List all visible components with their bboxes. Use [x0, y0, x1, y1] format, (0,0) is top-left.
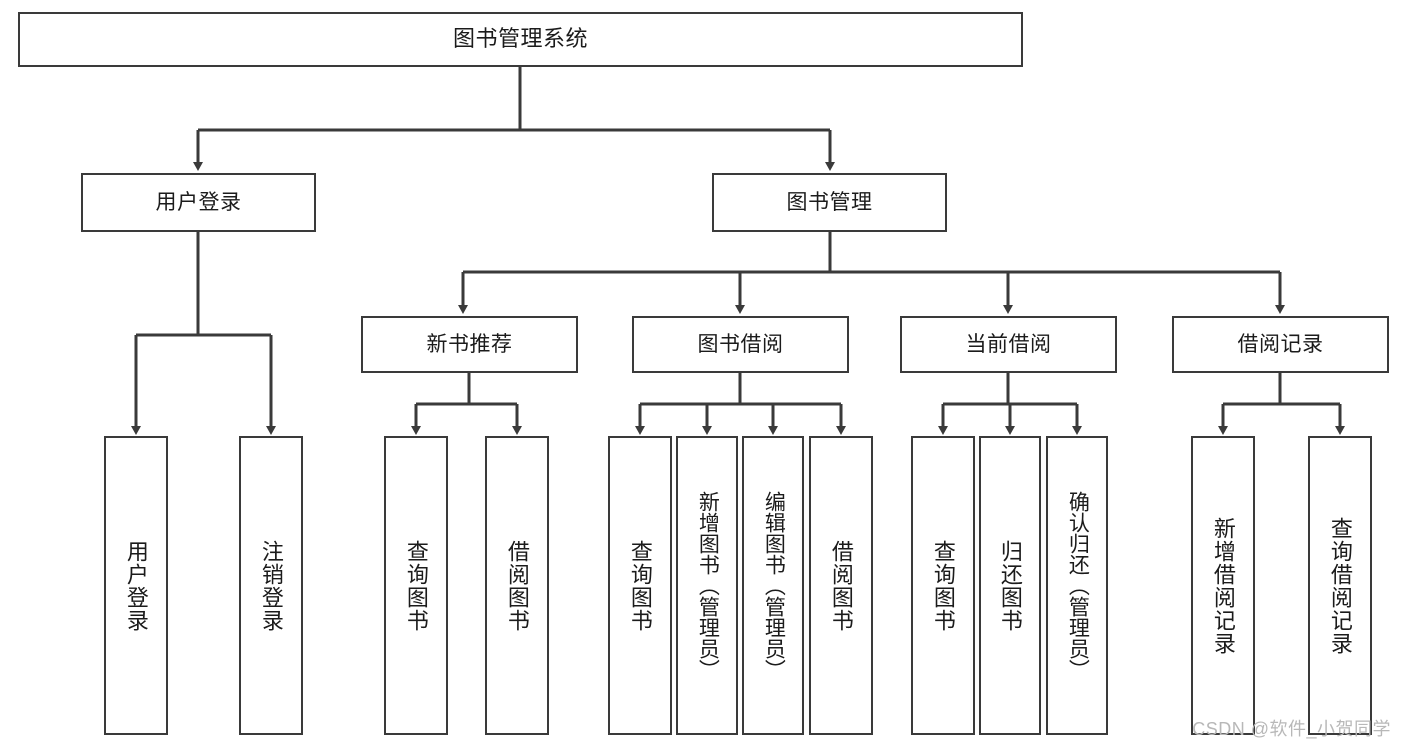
node-label: 查询图书: [403, 539, 429, 632]
node-label: 新增借阅记录: [1210, 516, 1236, 655]
node-leaf-borrow-book-2[interactable]: 借阅图书: [809, 436, 873, 735]
node-leaf-query-book-3[interactable]: 查询图书: [911, 436, 975, 735]
node-leaf-confirm-return[interactable]: 确认归还（管理员）: [1046, 436, 1108, 735]
node-label: 归还图书: [997, 539, 1023, 632]
node-label: 图书借阅: [697, 332, 784, 356]
node-label: 用户登录: [155, 190, 242, 214]
node-label: 查询图书: [930, 539, 956, 632]
node-new-book-recommend[interactable]: 新书推荐: [361, 316, 578, 373]
node-user-login[interactable]: 用户登录: [81, 173, 316, 232]
node-borrow-record[interactable]: 借阅记录: [1172, 316, 1389, 373]
node-leaf-add-book[interactable]: 新增图书（管理员）: [676, 436, 738, 735]
node-label: 新增图书（管理员）: [696, 491, 720, 680]
node-label: 查询图书: [627, 539, 653, 632]
node-label: 确认归还（管理员）: [1066, 491, 1090, 680]
node-leaf-edit-book[interactable]: 编辑图书（管理员）: [742, 436, 804, 735]
node-label: 编辑图书（管理员）: [762, 491, 786, 680]
node-leaf-user-login[interactable]: 用户登录: [104, 436, 168, 735]
node-label: 借阅记录: [1237, 332, 1324, 356]
node-label: 图书管理系统: [452, 26, 588, 52]
node-leaf-return-book[interactable]: 归还图书: [979, 436, 1041, 735]
node-label: 新书推荐: [426, 332, 513, 356]
node-current-borrow[interactable]: 当前借阅: [900, 316, 1117, 373]
node-label: 注销登录: [258, 539, 284, 632]
node-leaf-user-logout[interactable]: 注销登录: [239, 436, 303, 735]
node-label: 当前借阅: [965, 332, 1052, 356]
node-leaf-add-record[interactable]: 新增借阅记录: [1191, 436, 1255, 735]
node-book-borrow[interactable]: 图书借阅: [632, 316, 849, 373]
node-leaf-query-record[interactable]: 查询借阅记录: [1308, 436, 1372, 735]
node-leaf-query-book-1[interactable]: 查询图书: [384, 436, 448, 735]
node-leaf-borrow-book-1[interactable]: 借阅图书: [485, 436, 549, 735]
node-label: 借阅图书: [504, 539, 530, 632]
watermark-text: CSDN @软件_小贺同学: [1192, 719, 1391, 739]
node-leaf-query-book-2[interactable]: 查询图书: [608, 436, 672, 735]
node-root-system[interactable]: 图书管理系统: [18, 12, 1023, 67]
node-label: 查询借阅记录: [1327, 516, 1353, 655]
node-label: 借阅图书: [828, 539, 854, 632]
node-label: 图书管理: [786, 190, 873, 214]
node-book-manage[interactable]: 图书管理: [712, 173, 947, 232]
node-label: 用户登录: [123, 539, 149, 632]
